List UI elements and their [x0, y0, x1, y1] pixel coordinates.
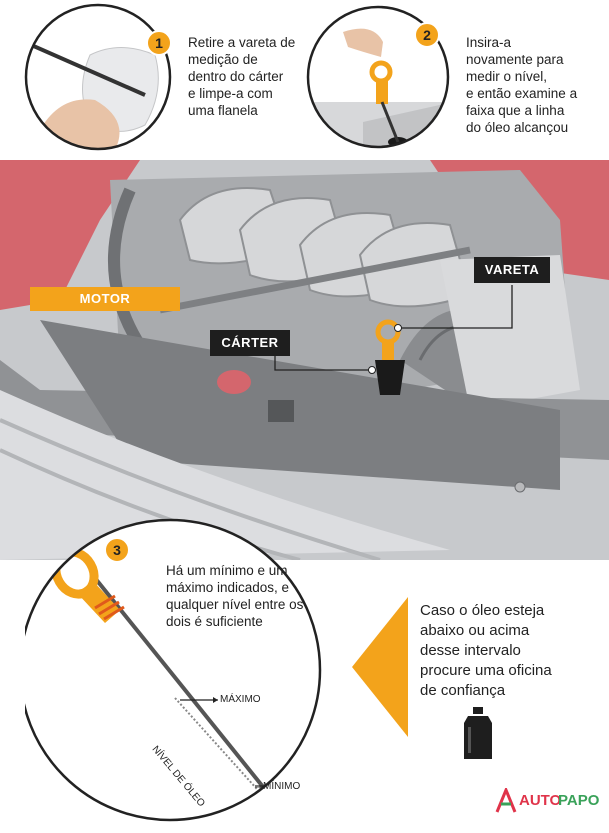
step3-line: dois é suficiente — [166, 614, 263, 629]
step2-badge: 2 — [414, 22, 440, 48]
minimo-label: →MÍNIMO — [253, 781, 300, 792]
step2-line: faixa que a linha — [466, 103, 565, 118]
carter-label: CÁRTER — [210, 330, 290, 356]
warning-text: Caso o óleo esteja abaixo ou acima desse… — [420, 601, 605, 701]
step2-line: do óleo alcançou — [466, 120, 569, 135]
warning-line: Caso o óleo esteja — [420, 602, 545, 619]
step1-text: Retire a vareta de medição de dentro do … — [188, 34, 338, 119]
autopapo-logo-icon — [495, 788, 517, 813]
warning-triangle — [352, 597, 408, 737]
step2-line: novamente para — [466, 52, 564, 67]
step3-text: Há um mínimo e um máximo indicados, e qu… — [166, 562, 346, 630]
step3-line: qualquer nível entre os — [166, 597, 304, 612]
step3-badge: 3 — [104, 537, 130, 563]
step2-line: medir o nível, — [466, 69, 548, 84]
step2-text: Insira-a novamente para medir o nível, e… — [466, 34, 606, 136]
warning-line: procure uma oficina — [420, 662, 552, 679]
step1-line: Retire a vareta de — [188, 35, 296, 50]
step3-illustration — [25, 518, 322, 822]
engine-illustration — [0, 160, 609, 560]
brand-papo: PAPO — [558, 792, 600, 809]
dipstick-icon — [51, 547, 282, 810]
step1-badge: 1 — [146, 30, 172, 56]
motor-label: MOTOR — [30, 287, 180, 311]
step1-line: e limpe-a com — [188, 86, 273, 101]
step2-line: e então examine a — [466, 86, 578, 101]
vareta-label: VARETA — [474, 257, 550, 283]
step1-line: dentro do cárter — [188, 69, 284, 84]
maximo-label: MÁXIMO — [220, 694, 261, 705]
step2-illustration — [306, 5, 450, 149]
step1-line: medição de — [188, 52, 258, 67]
minimo-text: MÍNIMO — [263, 781, 301, 792]
warning-line: desse intervalo — [420, 642, 521, 659]
step1-line: uma flanela — [188, 103, 258, 118]
step3-line: Há um mínimo e um — [166, 563, 288, 578]
minimo-arrow: → — [253, 781, 263, 792]
warning-line: abaixo ou acima — [420, 622, 530, 639]
oil-bottle-icon — [464, 707, 492, 759]
warning-line: de confiança — [420, 682, 506, 699]
step3-line: máximo indicados, e — [166, 580, 290, 595]
step1-illustration — [24, 3, 172, 151]
brand-auto: AUTO — [519, 792, 562, 809]
step2-line: Insira-a — [466, 35, 512, 50]
